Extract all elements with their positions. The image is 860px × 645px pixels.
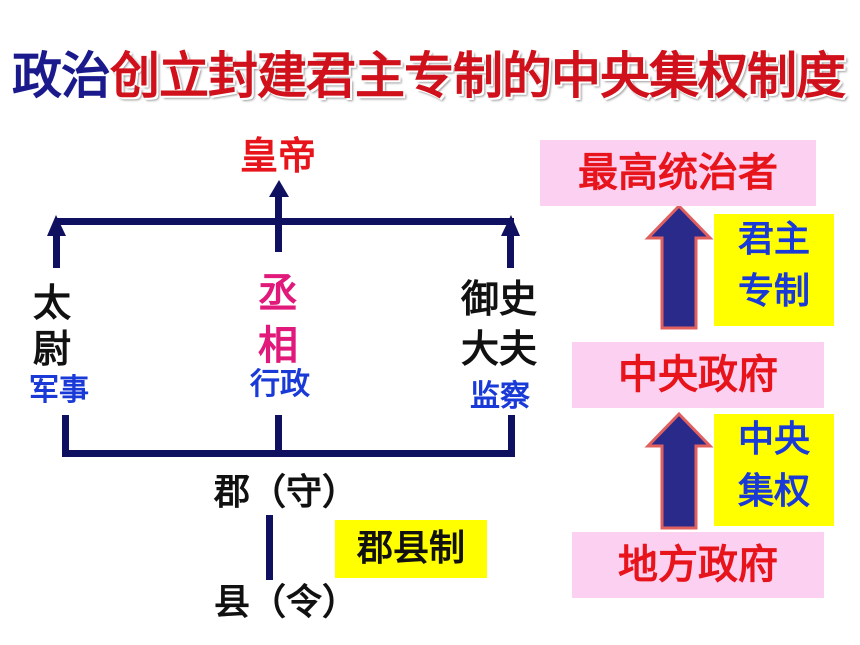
xian-label: 县（令）	[213, 582, 358, 623]
top-ruler-box: 最高统治者	[540, 140, 816, 206]
title-main: 创立封建君主专制的中央集权制度	[110, 47, 846, 105]
jun-label: 郡（守）	[213, 472, 358, 513]
bottom-bracket-right	[508, 415, 515, 455]
yushi-arrowhead	[501, 215, 520, 236]
taiwei-role: 军事	[29, 373, 89, 408]
bottom-bracket-center	[275, 415, 282, 455]
title-prefix: 政治	[12, 47, 111, 105]
yushi-label-line1: 御史	[460, 277, 537, 321]
emperor-label: 皇帝	[239, 134, 316, 178]
chengxiang-label-line2: 相	[258, 323, 298, 369]
zhongyang-up-arrow	[644, 411, 714, 530]
top-connector-bar	[56, 218, 514, 225]
zhongyang-jiquan-label: 中央 集权	[714, 414, 834, 526]
chengxiang-role: 行政	[250, 367, 310, 402]
taiwei-label-line1: 太	[32, 281, 71, 325]
yushi-role: 监察	[470, 379, 530, 414]
bottom-bracket-bar	[62, 450, 515, 457]
emperor-arrowhead	[269, 180, 289, 197]
bottom-bracket-left	[62, 415, 69, 455]
central-government-box: 中央政府	[572, 342, 824, 408]
yushi-arrow-shaft	[507, 232, 514, 268]
taiwei-label-line2: 尉	[32, 327, 71, 371]
chengxiang-up-shaft	[275, 190, 282, 252]
junzhu-zhuanzhi-label: 君主 专制	[714, 214, 834, 326]
junxian-system-badge: 郡县制	[335, 520, 487, 578]
junzhu-up-arrow	[644, 203, 714, 330]
taiwei-arrow-shaft	[53, 232, 60, 268]
page-title: 政治创立封建君主专制的中央集权制度	[12, 36, 846, 116]
yushi-label-line2: 大夫	[460, 327, 537, 371]
local-government-box: 地方政府	[572, 532, 824, 598]
jun-xian-connector	[266, 515, 273, 580]
chengxiang-label-line1: 丞	[258, 271, 298, 317]
taiwei-arrowhead	[47, 215, 66, 236]
